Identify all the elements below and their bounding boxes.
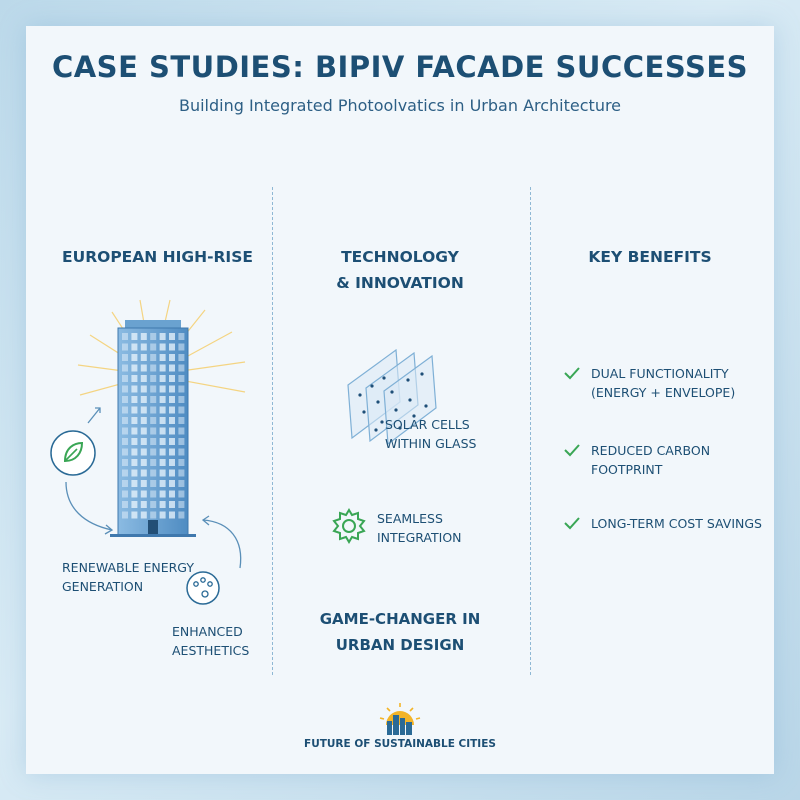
heading-technology-innovation: TECHNOLOGY & INNOVATION [336, 248, 464, 292]
check-icon [564, 517, 580, 530]
heading-european-high-rise: EUROPEAN HIGH-RISE [62, 248, 253, 266]
check-icon [564, 367, 580, 380]
palette-icon [186, 571, 220, 605]
benefit-item-reduced-carbon: REDUCED CARBON FOOTPRINT [563, 441, 710, 479]
check-icon [564, 444, 580, 457]
label-seamless-integration: SEAMLESS INTEGRATION [377, 511, 462, 545]
benefit-item-dual-functionality: DUAL FUNCTIONALITY (ENERGY + ENVELOPE) [563, 364, 735, 402]
footer-text: FUTURE OF SUSTAINABLE CITIES [304, 738, 496, 750]
heading-game-changer: GAME-CHANGER IN URBAN DESIGN [319, 610, 481, 654]
glass-panels-icon [347, 348, 437, 446]
column-divider-right [530, 187, 531, 675]
gear-icon [332, 508, 366, 544]
label-solar-cells: SOLAR CELLS WITHIN GLASS [385, 417, 477, 451]
label-enhanced-aesthetics: ENHANCED AESTHETICS [172, 624, 250, 658]
page-title: CASE STUDIES: BIPIV FACADE SUCCESSES [51, 50, 749, 84]
column-divider-left [272, 187, 273, 675]
sunrise-city-icon [379, 703, 421, 735]
label-renewable-energy: RENEWABLE ENERGY GENERATION [62, 560, 195, 594]
benefit-item-cost-savings: LONG-TERM COST SAVINGS [563, 514, 762, 533]
page-subtitle: Building Integrated Photoolvatics in Urb… [178, 96, 622, 115]
heading-key-benefits: KEY BENEFITS [588, 248, 712, 266]
leaf-icon [50, 430, 96, 476]
